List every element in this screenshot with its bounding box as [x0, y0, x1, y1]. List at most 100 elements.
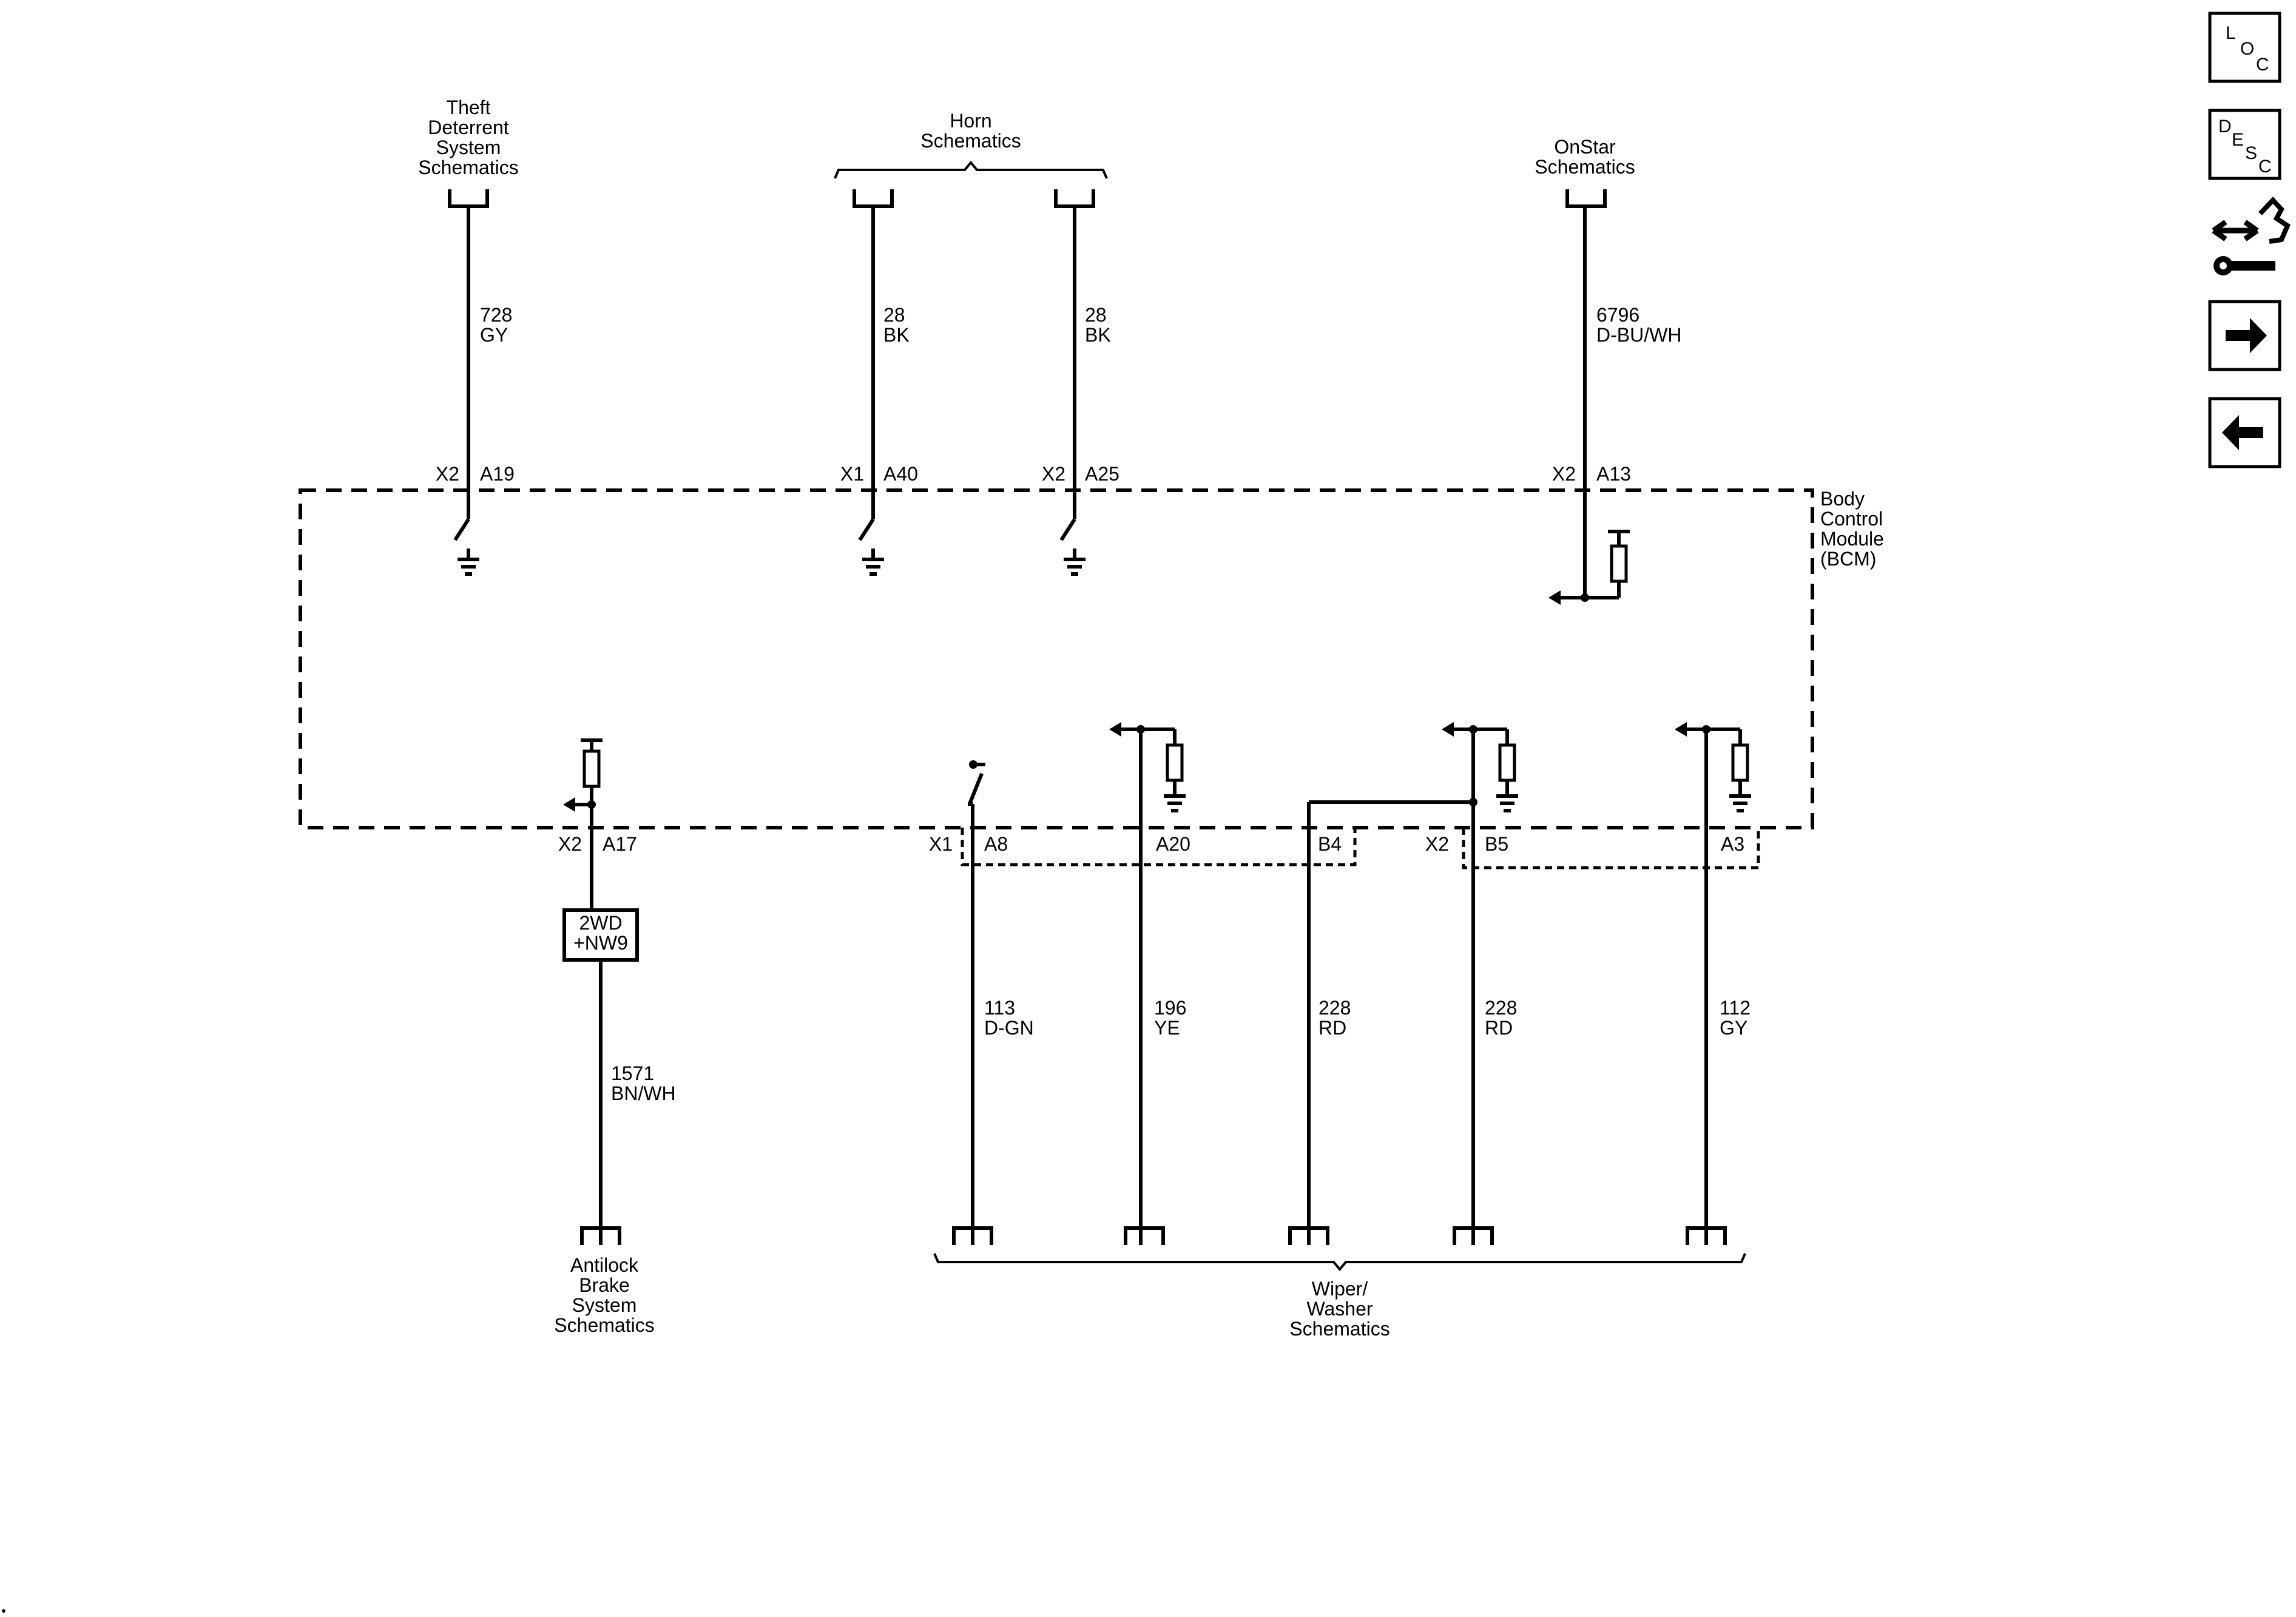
pin-a8-conn: X1	[929, 833, 953, 855]
arrow-right-icon	[2226, 318, 2267, 353]
desc-letter-c: C	[2258, 157, 2272, 177]
svg-text:Washer: Washer	[1306, 1298, 1373, 1320]
svg-text:Brake: Brake	[579, 1274, 630, 1296]
wire-112-color: GY	[1720, 1017, 1747, 1039]
onstar-connector-label: OnStar Schematics	[1535, 136, 1635, 178]
desc-button[interactable]: D E S C	[2208, 109, 2281, 180]
switch-to-ground-a25	[1059, 490, 1086, 576]
pin-a25: A25	[1085, 463, 1119, 485]
bcm-module-outline	[299, 488, 1814, 829]
pin-a17: A17	[603, 833, 637, 855]
wire-28-a40-color: BK	[883, 324, 910, 346]
desc-letter-s: S	[2245, 143, 2257, 163]
wiper-connector-symbol-1	[952, 1226, 993, 1245]
pin-b4: B4	[1318, 833, 1342, 855]
pin-b5-conn: X2	[1425, 833, 1449, 855]
pullup-input-a17	[563, 738, 603, 828]
next-button[interactable]	[2208, 300, 2281, 371]
pin-a13: A13	[1596, 463, 1631, 485]
arrow-left-icon	[2222, 415, 2263, 450]
wire-112-circuit: 112	[1720, 997, 1751, 1019]
svg-text:Schematics: Schematics	[418, 157, 518, 178]
pin-a40: A40	[883, 463, 918, 485]
wire-728-color: GY	[480, 324, 508, 346]
wiper-connector-symbol-4	[1453, 1226, 1494, 1245]
horn-brace	[834, 160, 1108, 179]
wiper-connector-label: Wiper/ Washer Schematics	[1289, 1278, 1389, 1340]
wiper-connector-symbol-5	[1686, 1226, 1727, 1245]
wire-228-b5-color: RD	[1485, 1017, 1513, 1039]
pullup-input-a13	[1548, 530, 1630, 605]
wire-6796-circuit: 6796	[1596, 304, 1639, 326]
wiper-connector-symbol-3	[1288, 1226, 1329, 1245]
wiper-connector-symbol-2	[1124, 1226, 1165, 1245]
switch-input-a8	[968, 760, 985, 828]
svg-text:OnStar: OnStar	[1554, 136, 1616, 158]
switch-to-ground-a19	[453, 490, 479, 576]
abs-connector-symbol	[580, 1226, 621, 1245]
svg-text:Wiper/: Wiper/	[1312, 1278, 1368, 1300]
x1-connector-group-outline	[961, 828, 1357, 866]
loc-button[interactable]: L O C	[2208, 12, 2281, 83]
loc-letter-o: O	[2240, 39, 2254, 59]
svg-text:Module: Module	[1820, 528, 1884, 550]
horn-connector-label: Horn Schematics	[920, 110, 1021, 152]
pulldown-input-b5	[1442, 722, 1518, 828]
connector-tool-icon[interactable]	[2212, 197, 2291, 275]
svg-text:Schematics: Schematics	[1535, 156, 1635, 178]
pin-a20: A20	[1156, 833, 1190, 855]
pin-a25-conn: X2	[1042, 463, 1065, 485]
svg-text:Schematics: Schematics	[554, 1314, 654, 1336]
wiper-brace	[933, 1253, 1746, 1272]
theft-connector-symbol	[448, 189, 489, 208]
svg-text:Body: Body	[1820, 488, 1865, 510]
pin-a40-conn: X1	[840, 463, 864, 485]
abs-connector-label: Antilock Brake System Schematics	[554, 1254, 654, 1336]
wire-196-circuit: 196	[1154, 997, 1186, 1019]
pin-a19-conn: X2	[436, 463, 459, 485]
wire-228-b4-circuit: 228	[1319, 997, 1351, 1019]
pulldown-input-a20	[1109, 722, 1186, 828]
wire-1571-color: BN/WH	[611, 1082, 676, 1104]
pin-a19: A19	[480, 463, 515, 485]
svg-text:System: System	[436, 137, 501, 158]
svg-text:Schematics: Schematics	[1289, 1318, 1389, 1340]
wire-228-b5-circuit: 228	[1485, 997, 1517, 1019]
wire-1571-circuit: 1571	[611, 1062, 654, 1084]
svg-text:Schematics: Schematics	[920, 130, 1021, 152]
option-box-line-1: 2WD	[579, 912, 622, 934]
wire-28-a25-color: BK	[1085, 324, 1111, 346]
wire-6796-color: D-BU/WH	[1596, 324, 1681, 346]
theft-deterrent-connector-label: Theft Deterrent System Schematics	[418, 96, 518, 178]
wire-228-b4-color: RD	[1319, 1017, 1346, 1039]
pin-a3: A3	[1721, 833, 1744, 855]
loc-letter-c: C	[2256, 55, 2269, 75]
desc-letter-d: D	[2218, 116, 2232, 137]
desc-letter-e: E	[2232, 130, 2244, 150]
wire-196-color: YE	[1154, 1017, 1180, 1039]
corner-mark	[2, 1609, 5, 1613]
svg-text:Antilock: Antilock	[570, 1254, 639, 1276]
bcm-module-label: Body Control Module (BCM)	[1820, 488, 1884, 570]
wire-728-circuit: 728	[480, 304, 512, 326]
svg-text:Deterrent: Deterrent	[428, 116, 509, 138]
wire-28-a25-circuit: 28	[1085, 304, 1107, 326]
pin-a17-conn: X2	[558, 833, 582, 855]
svg-text:Theft: Theft	[447, 96, 491, 118]
onstar-connector-symbol	[1565, 189, 1607, 208]
wire-28-a40-circuit: 28	[883, 304, 905, 326]
svg-text:(BCM): (BCM)	[1820, 548, 1876, 570]
loc-letter-l: L	[2226, 23, 2236, 43]
svg-text:System: System	[572, 1294, 637, 1316]
pin-a8: A8	[984, 833, 1008, 855]
svg-text:Horn: Horn	[950, 110, 991, 132]
svg-text:Control: Control	[1820, 508, 1883, 530]
wire-113-circuit: 113	[984, 997, 1015, 1019]
previous-button[interactable]	[2208, 397, 2281, 468]
wire-113-color: D-GN	[984, 1017, 1034, 1039]
x2-connector-group-outline	[1462, 828, 1760, 869]
pulldown-input-a3	[1675, 722, 1751, 828]
horn-connector-symbol-2	[1054, 189, 1095, 208]
pin-b5: B5	[1485, 833, 1508, 855]
option-box-2wd-nw9	[562, 908, 639, 962]
